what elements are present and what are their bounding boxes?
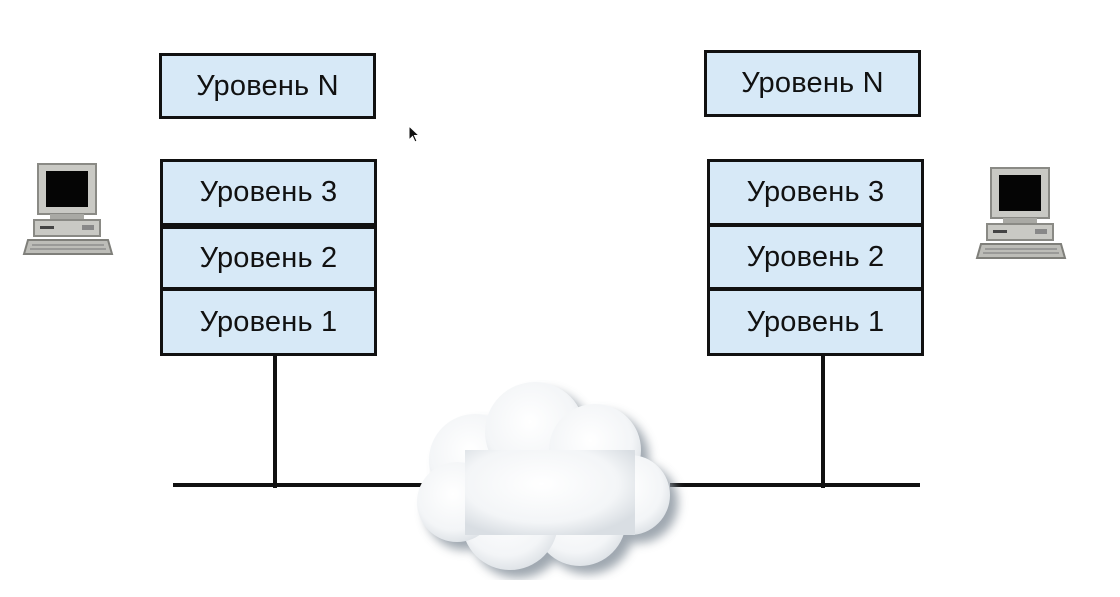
left-layer-1-box: Уровень 1 [160, 288, 377, 356]
left-network-line [173, 483, 435, 487]
left-computer-icon [22, 163, 114, 255]
left-layer-2-box: Уровень 2 [160, 226, 377, 290]
mouse-cursor-icon [408, 125, 421, 143]
right-layer-3-box: Уровень 3 [707, 159, 924, 226]
right-layer-2-label: Уровень 2 [746, 240, 885, 273]
network-cloud-icon [417, 382, 678, 578]
right-drop-line [821, 356, 825, 488]
left-layer-1-label: Уровень 1 [199, 305, 338, 338]
right-layer-2-box: Уровень 2 [707, 224, 924, 290]
right-layer-1-box: Уровень 1 [707, 288, 924, 356]
right-layer-3-label: Уровень 3 [746, 176, 885, 208]
right-layer-1-label: Уровень 1 [746, 305, 885, 338]
right-layer-n-box: Уровень N [704, 50, 921, 117]
right-computer-icon [975, 167, 1067, 259]
left-layer-n-box: Уровень N [159, 53, 376, 119]
left-layer-2-label: Уровень 2 [199, 241, 338, 274]
left-drop-line [273, 356, 277, 488]
left-layer-3-box: Уровень 3 [160, 159, 377, 226]
right-network-line [670, 483, 920, 487]
left-layer-n-label: Уровень N [196, 69, 339, 102]
left-layer-3-label: Уровень 3 [199, 176, 338, 208]
right-layer-n-label: Уровень N [741, 67, 884, 99]
